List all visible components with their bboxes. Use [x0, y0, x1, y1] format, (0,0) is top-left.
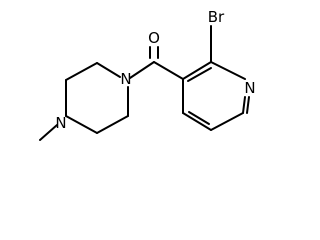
atom-nitrogen-piperazine-right: N — [120, 70, 131, 88]
bond-carbonyl-c-to-n — [129, 61, 155, 79]
bond-pip-c6-c5 — [96, 115, 129, 134]
bond-pyr-c3-c2-inner — [187, 67, 212, 82]
molecule-structure: O Br N N N — [39, 8, 256, 141]
bond-n-methyl — [39, 124, 58, 141]
bond-pyr-c5-c4-inner — [188, 111, 210, 125]
bond-pip-n4-c3 — [96, 62, 121, 78]
bond-carbonyl-c-to-pyridine — [153, 61, 184, 80]
bond-pyr-c2-n1 — [210, 61, 246, 80]
atom-bromine: Br — [208, 8, 225, 26]
atom-nitrogen-piperazine-left: N — [55, 114, 66, 132]
atom-oxygen: O — [148, 29, 160, 47]
bond-pip-c3-c2 — [65, 62, 98, 81]
atom-nitrogen-pyridine: N — [244, 79, 255, 97]
bond-pyr-c5-c4-outer — [182, 112, 212, 131]
bond-pyr-c3-c2-outer — [182, 61, 212, 80]
bond-pip-n1-c6 — [65, 115, 98, 134]
bond-pyr-c6-c5 — [210, 112, 244, 131]
bond-pyr-n1-c6-outer — [242, 96, 246, 114]
bond-pyr-n1-c6-inner — [246, 96, 250, 114]
